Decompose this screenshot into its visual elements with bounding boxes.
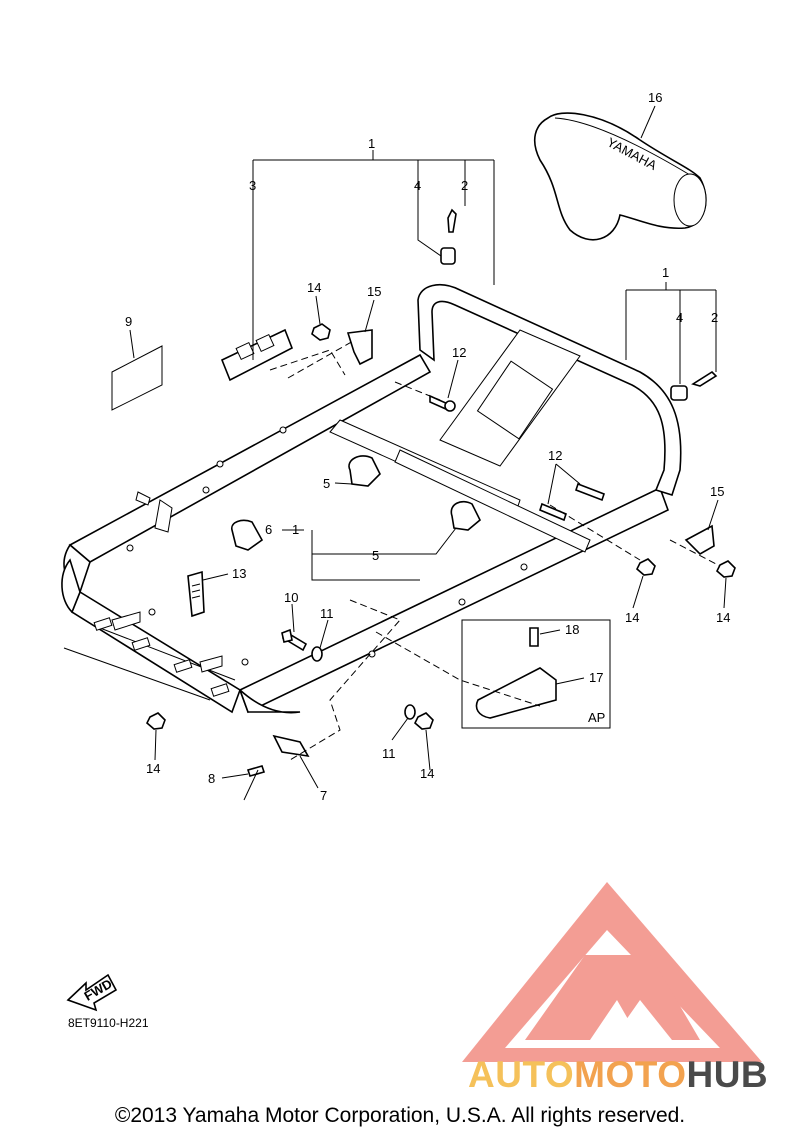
callout-3: 3: [249, 178, 256, 193]
leader-lines: [129, 105, 727, 789]
callout-7: 7: [320, 788, 327, 803]
callout-14-b: 14: [625, 610, 639, 625]
inset-label: AP: [588, 710, 605, 725]
callout-1-top: 1: [368, 136, 375, 151]
callout-18: 18: [565, 622, 579, 637]
callout-14-d: 14: [146, 761, 160, 776]
callout-1-mid: 1: [292, 522, 299, 537]
watermark-brand-auto: AUTO: [468, 1054, 575, 1095]
inset-box: AP: [461, 619, 611, 729]
callout-16: 16: [648, 90, 662, 105]
watermark-brand-text: AUTOMOTOHUB: [468, 1055, 768, 1095]
callout-10: 10: [284, 590, 298, 605]
callout-labels: 1 2 3 4 9 14 15 12 16 1 4 2 12 15 14 14 …: [125, 90, 730, 803]
callout-2-right: 2: [711, 310, 718, 325]
callout-4-right: 4: [676, 310, 683, 325]
diagram-code: 8ET9110-H221: [68, 1016, 149, 1030]
callout-8: 8: [208, 771, 215, 786]
hand-grip-part: YAMAHA: [533, 112, 707, 241]
callout-4-top: 4: [414, 178, 421, 193]
callout-2-top: 2: [461, 178, 468, 193]
callout-14-c: 14: [716, 610, 730, 625]
deck-mat-part: [220, 328, 294, 382]
callout-12-a: 12: [452, 345, 466, 360]
copyright-notice: ©2013 Yamaha Motor Corporation, U.S.A. A…: [114, 1104, 686, 1127]
forward-arrow-icon: FWD: [66, 973, 118, 1012]
callout-5-a: 5: [323, 476, 330, 491]
watermark-brand-hub: HUB: [686, 1054, 769, 1095]
callout-12-b: 12: [548, 448, 562, 463]
callout-14-a: 14: [307, 280, 321, 295]
callout-1-right: 1: [662, 265, 669, 280]
callout-11-b: 11: [382, 746, 396, 761]
callout-14-e: 14: [420, 766, 434, 781]
callout-15-b: 15: [710, 484, 724, 499]
callout-13: 13: [232, 566, 246, 581]
callout-9: 9: [125, 314, 132, 329]
label-sticker-part: [111, 345, 163, 411]
callout-6: 6: [265, 522, 272, 537]
callout-15-a: 15: [367, 284, 381, 299]
callout-5-b: 5: [372, 548, 379, 563]
callout-11-a: 11: [320, 606, 334, 621]
hardware-parts: [146, 208, 736, 801]
callout-17: 17: [589, 670, 603, 685]
watermark-logo-icon: [462, 882, 762, 1062]
front-studs-part: [63, 611, 236, 701]
watermark-brand-moto: MOTO: [574, 1054, 687, 1095]
